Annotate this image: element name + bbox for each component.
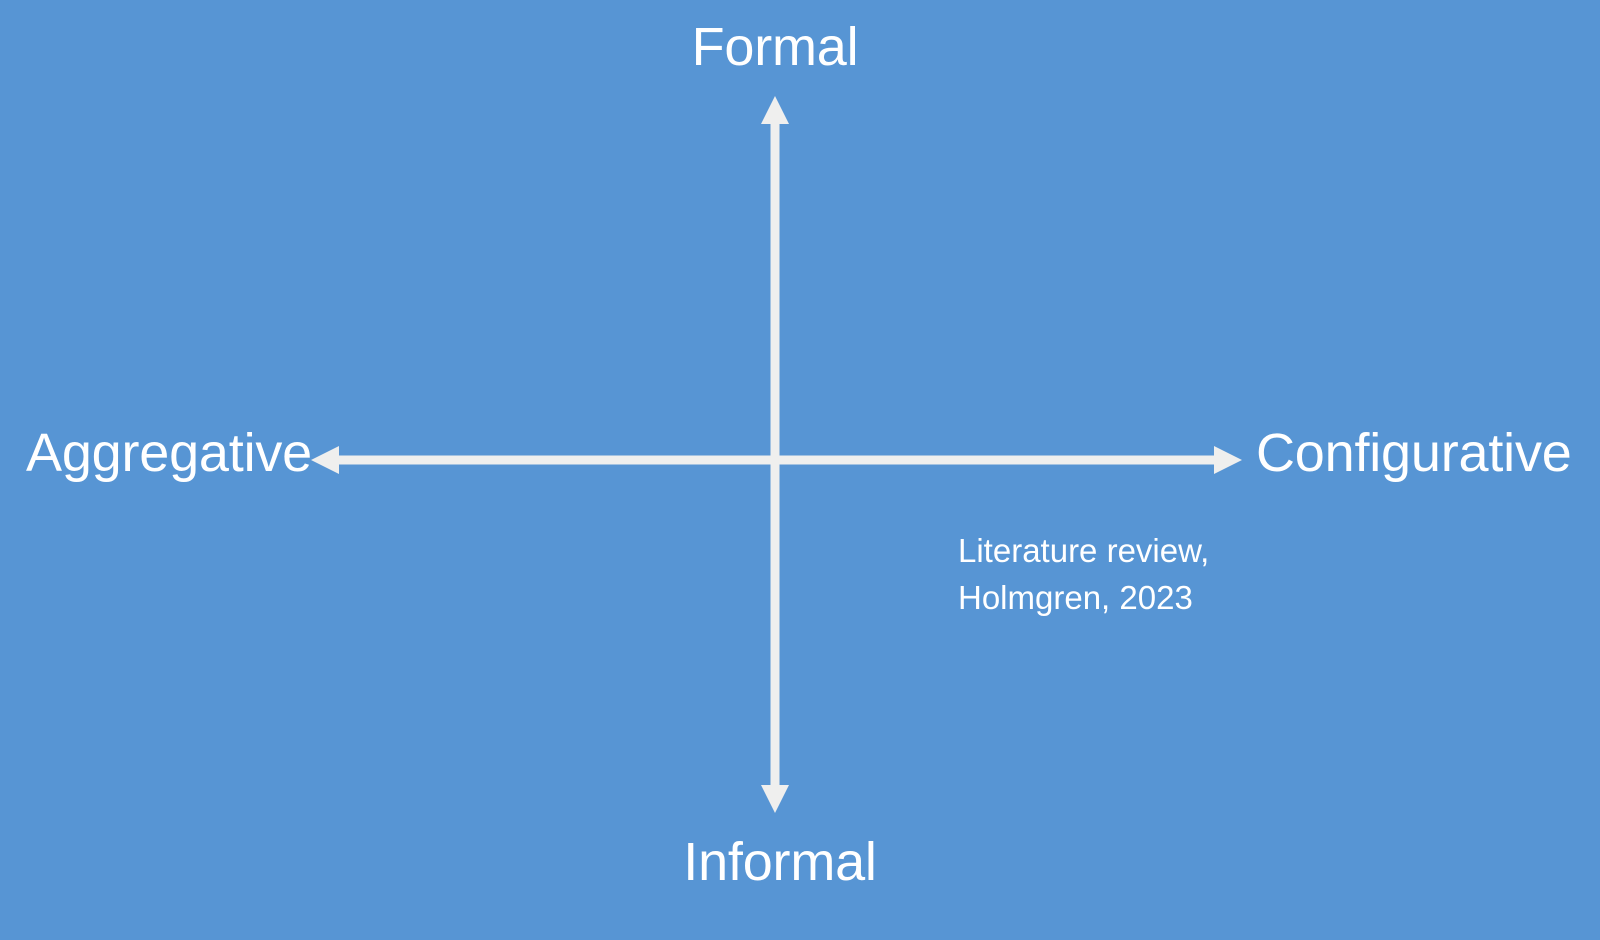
arrow-left-icon — [311, 446, 339, 474]
source-annotation: Literature review, Holmgren, 2023 — [958, 528, 1209, 622]
vertical-axis-line — [770, 120, 780, 785]
annotation-line-1: Literature review, — [958, 532, 1210, 569]
axis-label-aggregative: Aggregative — [26, 423, 312, 483]
horizontal-axis — [311, 446, 1242, 474]
vertical-axis — [761, 96, 789, 813]
axis-label-informal: Informal — [683, 832, 877, 892]
axis-label-configurative: Configurative — [1256, 423, 1572, 483]
horizontal-axis-line — [338, 455, 1216, 465]
axis-label-formal: Formal — [691, 17, 859, 77]
arrow-up-icon — [761, 96, 789, 124]
arrow-right-icon — [1214, 446, 1242, 474]
arrow-down-icon — [761, 785, 789, 813]
annotation-line-2: Holmgren, 2023 — [958, 578, 1193, 616]
